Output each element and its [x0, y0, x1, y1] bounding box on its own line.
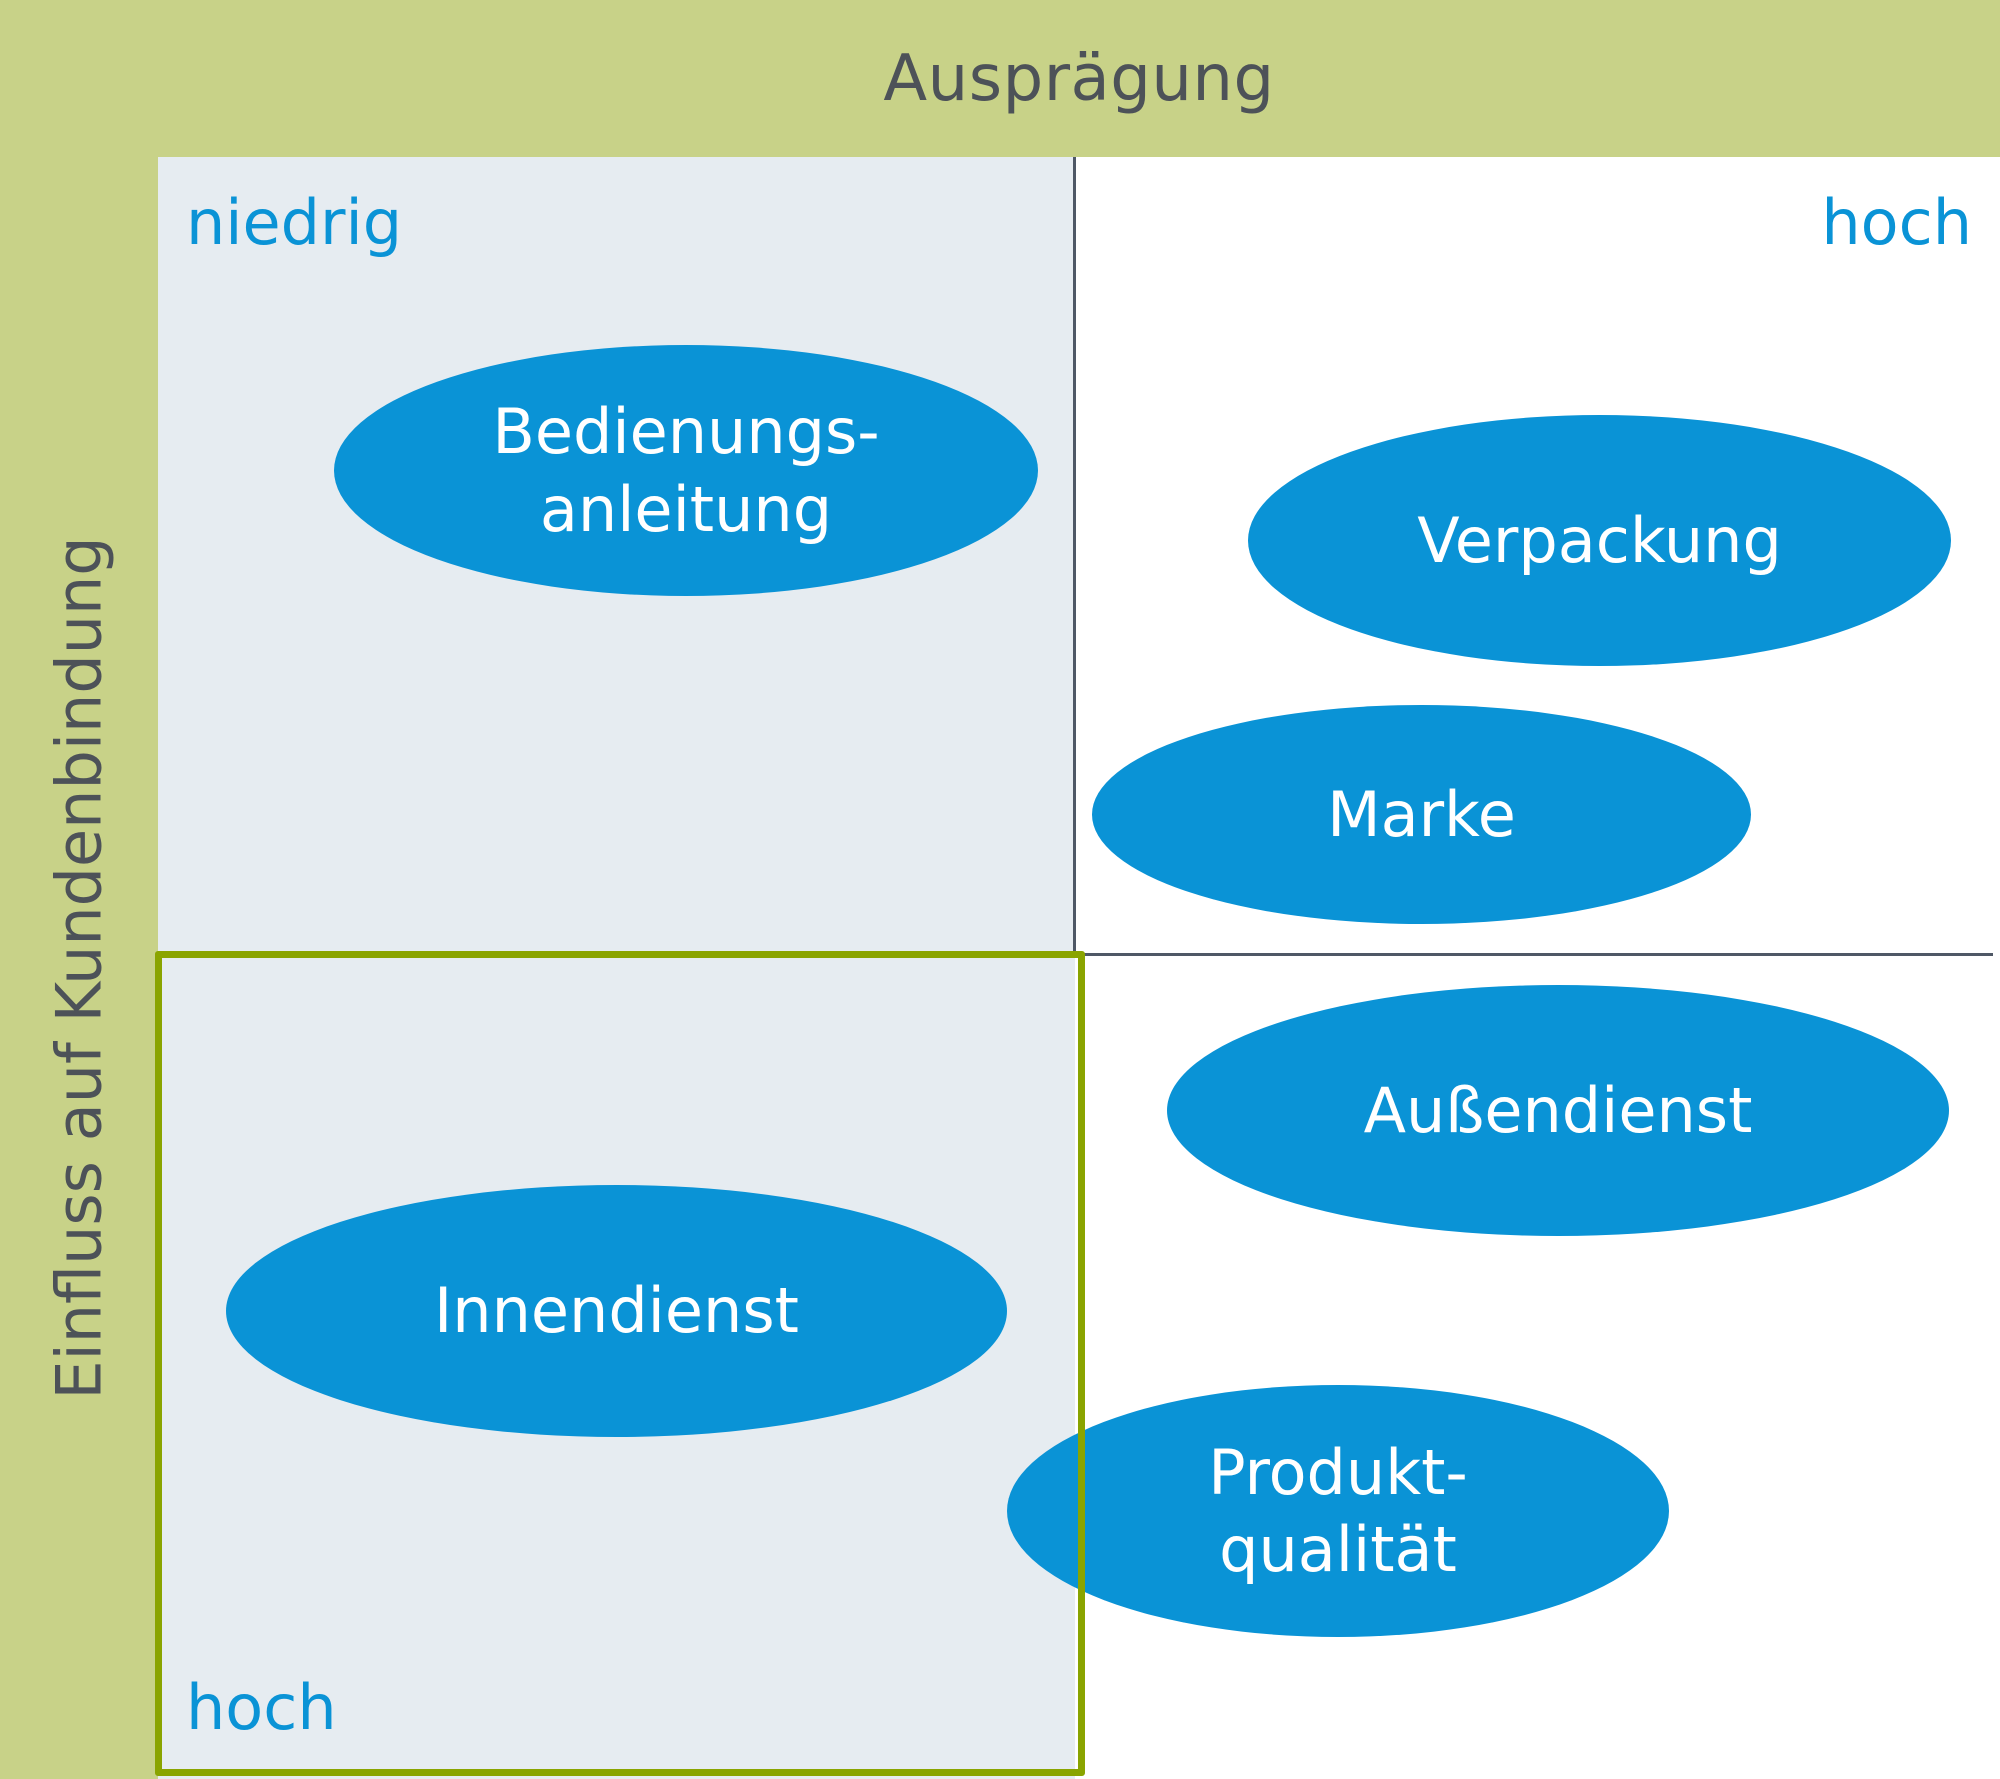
ellipse-label: Marke [1327, 777, 1516, 851]
vertical-divider [1073, 157, 1076, 952]
ellipse-aussendienst: Außendienst [1167, 985, 1949, 1236]
ellipse-label-line1: Produkt- [1208, 1435, 1468, 1509]
ellipse-label-line1: Bedienungs- [492, 395, 880, 468]
ellipse-verpackung: Verpackung [1248, 415, 1951, 666]
ellipse-produktqualitaet: Produkt- qualität [1007, 1385, 1669, 1637]
side-band [0, 157, 158, 1779]
ellipse-label: Innendienst [434, 1274, 799, 1348]
ellipse-label: Verpackung [1417, 503, 1782, 577]
ellipse-label: Außendienst [1363, 1073, 1753, 1147]
ellipse-text-produktqualitaet: Produkt- qualität [1208, 1434, 1468, 1589]
ellipse-text-bedienungsanleitung: Bedienungs- anleitung [492, 393, 879, 548]
ellipse-marke: Marke [1092, 705, 1751, 924]
y-axis-title: Einfluss auf Kundenbindung [42, 536, 116, 1400]
ellipse-label-line2: anleitung [539, 472, 833, 546]
label-hoch-bottom: hoch [186, 1671, 337, 1744]
x-axis-title: Ausprägung [883, 41, 1275, 116]
ellipse-bedienungsanleitung: Bedienungs- anleitung [334, 345, 1038, 596]
horizontal-divider [1075, 953, 1993, 956]
label-niedrig: niedrig [186, 186, 403, 259]
highlight-box [155, 951, 1085, 1776]
label-hoch-top: hoch [1821, 186, 1972, 259]
ellipse-label-line2: qualität [1219, 1513, 1457, 1586]
ellipse-innendienst: Innendienst [226, 1185, 1007, 1437]
header-band [0, 0, 2000, 157]
